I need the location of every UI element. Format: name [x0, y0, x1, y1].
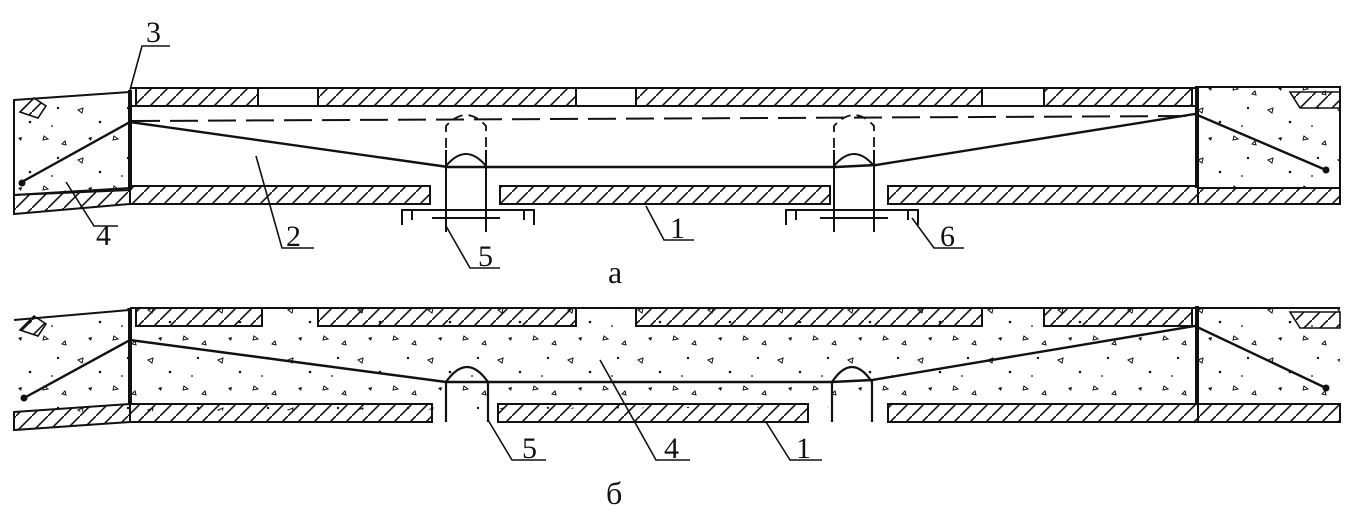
caption-b: б	[606, 475, 622, 511]
caption-a: а	[608, 254, 622, 290]
label-1-b: 1	[796, 432, 811, 465]
panel-a: 3 4 2 5 1 6 а	[13, 16, 1341, 290]
left-anchor-plate-b	[128, 308, 132, 404]
tendon-a	[19, 112, 1327, 185]
deviator-a-right	[785, 114, 919, 232]
left-anchor-plate	[128, 90, 132, 190]
label-3: 3	[146, 16, 161, 49]
label-1: 1	[670, 212, 685, 245]
right-anchor-plate-b	[1195, 306, 1199, 404]
leaders-b	[487, 359, 822, 461]
right-bottom-flange	[1197, 187, 1341, 205]
tendon-b	[23, 324, 1327, 400]
label-4: 4	[96, 219, 111, 252]
deviator-a-left	[401, 114, 535, 232]
deviator-b-left	[444, 365, 490, 422]
label-5-b: 5	[522, 432, 537, 465]
top-flange-a	[135, 87, 1193, 107]
top-flange-b	[135, 307, 1193, 327]
bottom-flange-a	[129, 185, 1199, 205]
dashed-initial-line	[131, 115, 1196, 122]
bottom-flange-b	[13, 402, 1341, 432]
right-anchor-plate	[1195, 86, 1199, 188]
deviator-b-right	[830, 365, 874, 422]
label-5: 5	[478, 240, 493, 273]
panel-b: 5 4 1 б	[13, 306, 1341, 511]
leaders-a	[65, 45, 964, 269]
filled-concrete-body	[14, 308, 1340, 412]
label-4-b: 4	[664, 432, 679, 465]
label-2: 2	[286, 220, 301, 253]
label-6: 6	[940, 220, 955, 253]
